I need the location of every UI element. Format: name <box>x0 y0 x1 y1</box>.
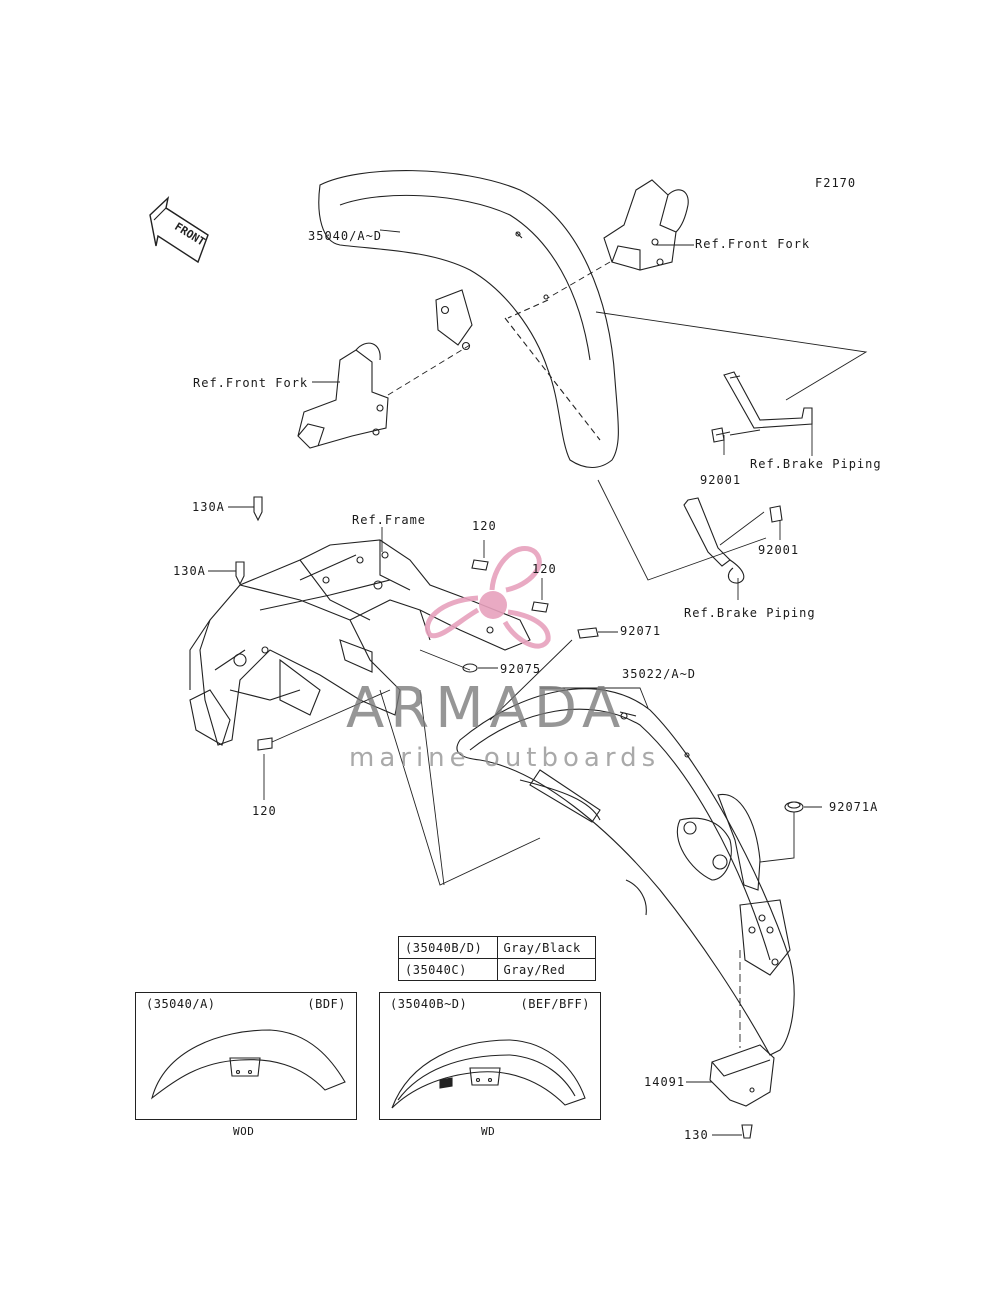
label-bolt-92001-upper: 92001 <box>700 473 742 487</box>
table-cell-color: Gray/Red <box>496 958 596 981</box>
label-bolt-120-mid: 120 <box>532 562 557 576</box>
front-fork-left-drawing <box>297 342 389 449</box>
inset-code: (35040/A) <box>146 997 216 1011</box>
table-cell-color: Gray/Black <box>496 936 596 959</box>
label-front-fender: 35040/A~D <box>308 229 383 243</box>
inset-fender-wd-drawing <box>391 1039 586 1109</box>
label-part-92071: 92071 <box>620 624 662 638</box>
bracket-14091-drawing <box>709 1044 775 1139</box>
label-bolt-130a-lower: 130A <box>173 564 206 578</box>
label-bolt-130a-upper: 130A <box>192 500 225 514</box>
fastener-hardware <box>235 496 599 751</box>
label-bolt-130: 130 <box>684 1128 709 1142</box>
color-variant-table: (35040B/D) Gray/Black (35040C) Gray/Red <box>398 936 596 981</box>
brake-piping-lower-drawing <box>683 497 783 584</box>
label-part-92075: 92075 <box>500 662 542 676</box>
grommet-92071a-drawing <box>784 801 804 813</box>
inset-fender-wod-drawing <box>151 1029 346 1100</box>
label-ref-brake-piping-lower: Ref.Brake Piping <box>684 606 816 620</box>
table-cell-code: (35040C) <box>398 958 498 981</box>
watermark-logo-icon <box>425 545 551 649</box>
brake-piping-upper-drawing <box>711 371 813 443</box>
front-fork-right-drawing <box>603 179 689 271</box>
inset-box-wod: (35040/A) (BDF) <box>135 992 357 1120</box>
front-fender-drawing <box>318 170 619 469</box>
label-bolt-120-lower: 120 <box>252 804 277 818</box>
inset-model: (BDF) <box>307 997 346 1011</box>
label-ref-front-fork-right: Ref.Front Fork <box>695 237 811 251</box>
rear-fender-drawing <box>456 688 795 1056</box>
label-ref-frame: Ref.Frame <box>352 513 427 527</box>
watermark-title: ARMADA <box>346 676 627 741</box>
label-bolt-120-upper: 120 <box>472 519 497 533</box>
label-bolt-92001-lower: 92001 <box>758 543 800 557</box>
label-rear-fender: 35022/A~D <box>622 667 697 681</box>
inset-caption-wod: WOD <box>233 1125 255 1138</box>
table-row: (35040B/D) Gray/Black <box>398 936 596 959</box>
inset-model: (BEF/BFF) <box>520 997 590 1011</box>
label-ref-brake-piping-upper: Ref.Brake Piping <box>750 457 882 471</box>
watermark-subtitle: marine outboards <box>349 743 661 773</box>
inset-caption-wd: WD <box>481 1125 496 1138</box>
label-ref-front-fork-left: Ref.Front Fork <box>193 376 309 390</box>
figure-id: F2170 <box>815 176 857 190</box>
inset-box-wd: (35040B~D) (BEF/BFF) <box>379 992 601 1120</box>
front-direction-arrow-icon: FRONT <box>149 195 209 264</box>
table-row: (35040C) Gray/Red <box>398 958 596 981</box>
inset-code: (35040B~D) <box>390 997 468 1011</box>
table-cell-code: (35040B/D) <box>398 936 498 959</box>
rear-frame-drawing <box>189 539 531 746</box>
label-part-14091: 14091 <box>644 1075 686 1089</box>
leader-lines <box>208 229 868 1136</box>
label-part-92071a: 92071A <box>829 800 879 814</box>
